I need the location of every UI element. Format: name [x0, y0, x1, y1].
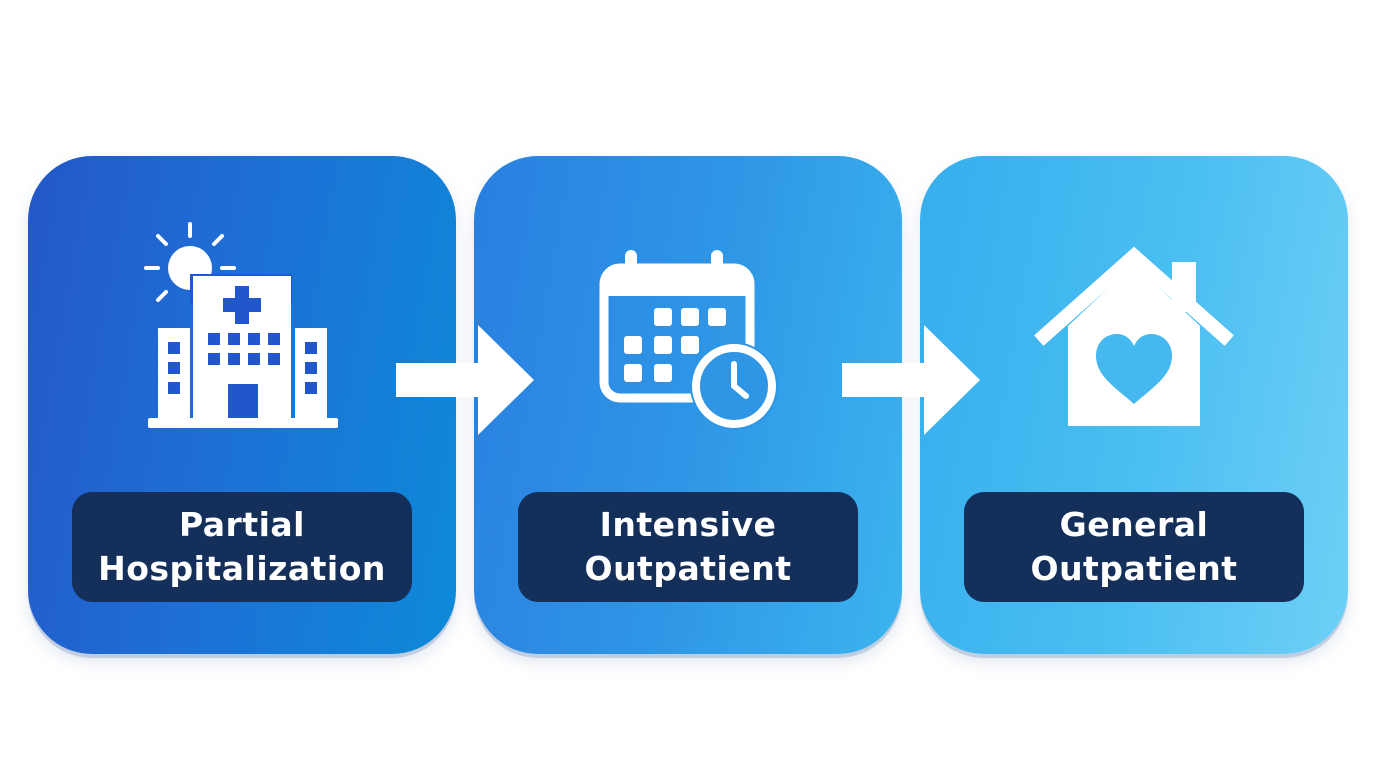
- step-card-general-outpatient: General Outpatient: [920, 156, 1348, 654]
- step-label-box: General Outpatient: [964, 492, 1304, 602]
- step-label-line1: Intensive: [599, 505, 777, 544]
- flow-arrow-icon: [840, 321, 984, 439]
- step-card-partial-hospitalization: Partial Hospitalization: [28, 156, 456, 654]
- step-label-line2: Hospitalization: [98, 549, 386, 588]
- step-label-box: Intensive Outpatient: [518, 492, 858, 602]
- step-label-line1: Partial: [178, 505, 305, 544]
- home-heart-icon: [920, 156, 1348, 486]
- step-label-box: Partial Hospitalization: [72, 492, 412, 602]
- hospital-icon: [28, 156, 456, 486]
- step-label-line2: Outpatient: [584, 549, 792, 588]
- step-label-line2: Outpatient: [1030, 549, 1238, 588]
- step-card-intensive-outpatient: Intensive Outpatient: [474, 156, 902, 654]
- calendar-clock-icon: [474, 156, 902, 486]
- step-label-line1: General: [1059, 505, 1209, 544]
- flow-arrow-icon: [394, 321, 538, 439]
